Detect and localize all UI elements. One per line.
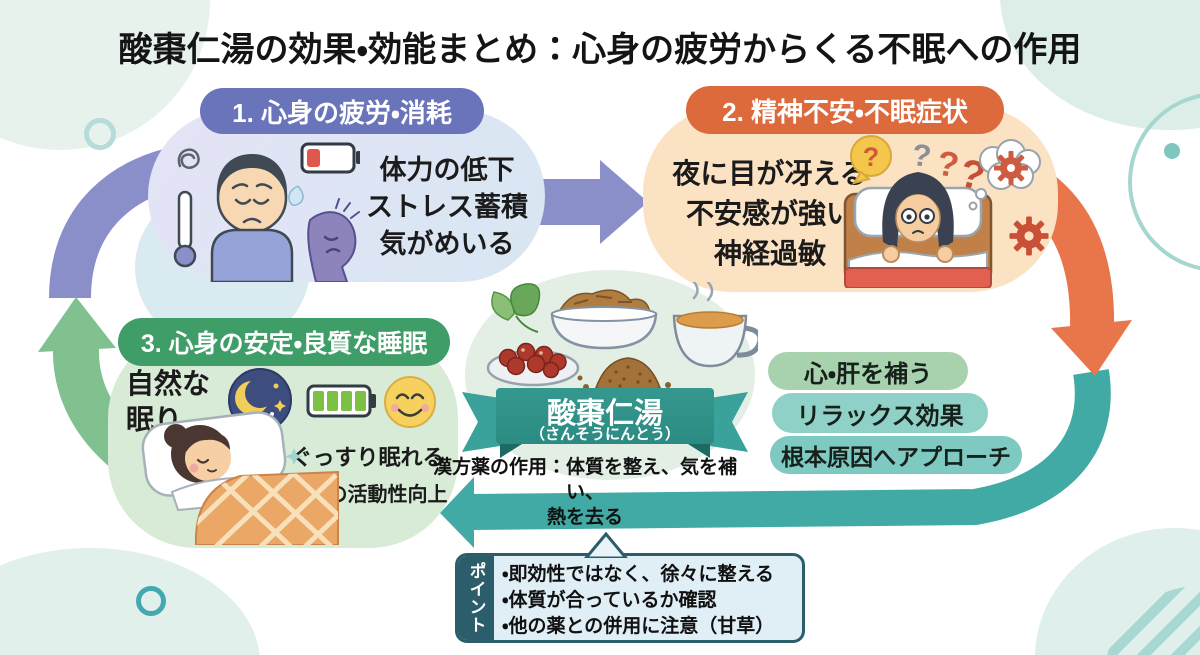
step1-symptoms: 体力の低下 ストレス蓄積 気がめいる [352,152,542,263]
remedy-ribbon-banner [462,388,748,458]
decor-dot-top-right [1164,143,1180,159]
step2-symptoms: 夜に目が冴える 不安感が強い 神経過敏 [655,154,885,274]
herbal-remedy-illustration [486,282,758,393]
seed-pile [577,357,671,393]
question-bubble-icon: ? [850,135,892,185]
sweat-drop-icon [288,185,304,206]
step1-symptom: 気がめいる [379,229,515,259]
points-label-strip: ポイント [458,556,494,640]
thermometer-icon [173,190,197,268]
step2-symptom: 不安感が強い [685,198,854,229]
decor-ring-top-left [84,118,116,150]
leaves-icon [491,283,541,333]
points-box-notch [584,532,628,558]
points-list: ・即効性ではなく、徐々に整える ・体質が合っているか確認 ・他の薬との併用に注意… [494,556,782,640]
bed [843,172,993,288]
remedy-reading: （さんそうにんとう） [529,426,680,443]
page-title: 酸棗仁湯の効果・効能まとめ：心身の疲労からくる不眠への作用 [118,31,1082,69]
red-dates-plate [486,342,580,387]
gear-icon [994,151,1028,185]
point-item: ・体質が合っているか確認 [502,590,717,611]
low-battery-icon [300,142,360,174]
points-label: ポイント [466,562,486,634]
step3-header: 3. 心身の安定・良質な睡眠 [118,318,450,366]
point-item: ・他の薬との併用に注意（甘草） [502,616,775,637]
step2-symptom: 夜に目が冴える [672,158,868,189]
sleepless-woman-illustration: ? ? ? ? [843,135,1049,288]
step2-header: 2. 精神不安・不眠症状 [686,86,1004,134]
closed-eye [196,458,210,464]
sleeping-woman [141,411,339,545]
purple-arrowhead [600,160,648,244]
points-box: ポイント ・即効性ではなく、徐々に整える ・体質が合っているか確認 ・他の薬との… [455,553,805,643]
smiley-icon [384,376,436,428]
tea-cup [672,282,758,368]
hair [882,172,954,250]
remedy-action-text: 漢方薬の作用：体質を整え、気を補い、 熱を去る [432,457,737,528]
sleeping-woman-illustration [141,368,436,545]
effect-pill-root-cause: 根本原因へアプローチ [770,436,1022,474]
question-mark: ? [910,137,934,174]
dizzy-scribble-icon [177,148,200,169]
step1-header: 1. 心身の疲労・消耗 [200,88,484,134]
gear-icon [1009,216,1049,256]
steam-icon [692,282,714,302]
full-battery-icon [306,384,376,418]
step3-benefit: ぐっすり眠れる [290,445,445,470]
teal-return-arrow [440,369,1111,548]
sparkle-icon [285,448,303,465]
herb-bowl [550,289,658,350]
step1-symptom: ストレス蓄積 [366,192,528,222]
effect-pill-relax: リラックス効果 [772,393,988,433]
tired-man [210,154,294,282]
gloomy-head-icon [307,198,360,282]
effect-pill-heart-liver: 心・肝を補う [768,352,968,390]
point-item: ・即効性ではなく、徐々に整える [502,564,774,585]
step2-symptom: 神経過敏 [713,238,826,269]
tired-man-illustration [173,142,360,282]
thought-cloud-icon [968,139,1041,211]
svg-text:?: ? [863,142,880,172]
decor-ring-bottom-left [136,586,166,616]
step1-symptom: 体力の低下 [379,155,515,185]
remedy-name: 酸棗仁湯 [546,398,663,430]
